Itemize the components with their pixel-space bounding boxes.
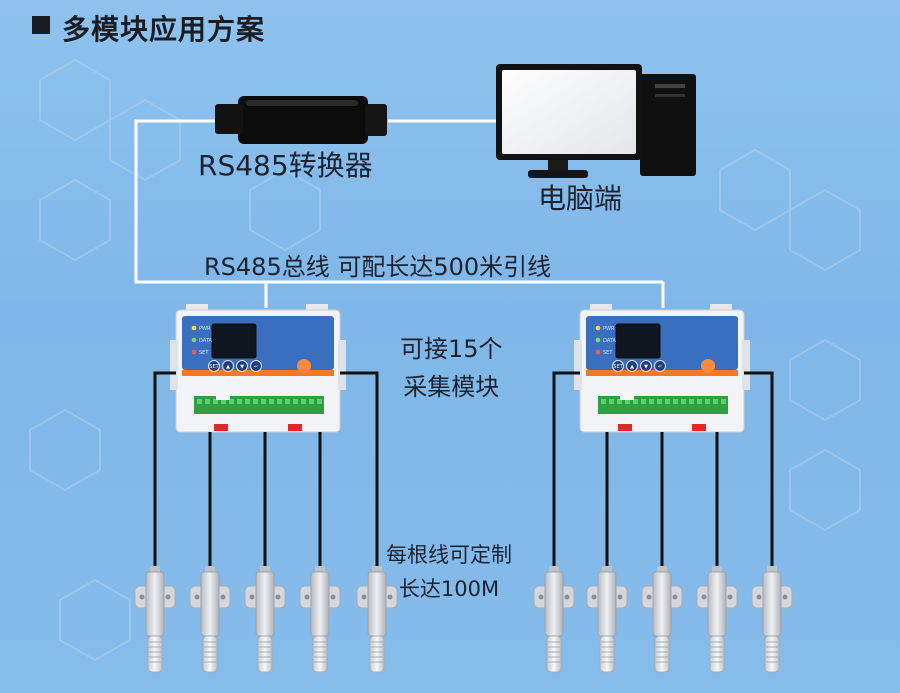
buzzer-icon: [297, 359, 311, 373]
indicator-led: [191, 349, 197, 355]
page-title: 多模块应用方案: [62, 13, 266, 46]
module-button-label: SET: [613, 364, 623, 370]
module-button: [222, 360, 234, 372]
module-button: [626, 360, 638, 372]
module-button: [208, 360, 220, 372]
collector-module: PWR DATA SET SET ▲ ▼ ↵: [170, 304, 346, 433]
module-button: [612, 360, 624, 372]
buzzer-icon: [701, 359, 715, 373]
module-button-label: ↵: [254, 364, 258, 370]
rs485-converter: [215, 96, 387, 144]
module-button: [236, 360, 248, 372]
temperature-humidity-sensor: [189, 566, 231, 673]
temperature-humidity-sensor: [751, 566, 793, 673]
module-button: [250, 360, 262, 372]
temperature-humidity-sensor: [299, 566, 341, 673]
indicator-led: [191, 325, 197, 331]
module-button-label: ▲: [226, 364, 230, 370]
temperature-humidity-sensor: [244, 566, 286, 673]
sensor-cable: [340, 371, 379, 568]
temperature-humidity-sensor: [696, 566, 738, 673]
cable-length-line-2: 长达100M: [398, 577, 500, 601]
indicator-label: PWR: [603, 326, 615, 332]
module-button-label: ▼: [240, 364, 244, 370]
pc-label: 电脑端: [538, 182, 623, 215]
cable-length-label: 每根线可定制 长达100M: [386, 538, 512, 606]
sensor-cable: [744, 371, 774, 568]
indicator-label: DATA: [603, 338, 616, 344]
module-button-label: SET: [209, 364, 219, 370]
lcd-display: [615, 323, 661, 359]
module-capacity-line-2: 采集模块: [403, 373, 500, 401]
indicator-led: [595, 337, 601, 343]
indicator-label: PWR: [199, 326, 211, 332]
module-button-label: ▲: [630, 364, 634, 370]
lcd-display: [211, 323, 257, 359]
hexagon-decoration: [29, 58, 861, 662]
module-capacity-label: 可接15个 采集模块: [400, 330, 503, 406]
collector-module: PWR DATA SET SET ▲ ▼ ↵: [574, 304, 750, 433]
module-capacity-line-1: 可接15个: [400, 335, 503, 363]
module-button-label: ▼: [644, 364, 648, 370]
converter-label: RS485转换器: [198, 149, 373, 182]
indicator-led: [595, 349, 601, 355]
rs485-bus-line: [134, 119, 665, 308]
bus-label: RS485总线 可配长达500米引线: [204, 253, 552, 281]
indicator-label: SET: [199, 350, 209, 356]
module-button: [640, 360, 652, 372]
temperature-humidity-sensor: [641, 566, 683, 673]
temperature-humidity-sensor: [134, 566, 176, 673]
cable-length-line-1: 每根线可定制: [386, 543, 512, 567]
indicator-led: [191, 337, 197, 343]
temperature-humidity-sensor: [356, 566, 398, 673]
module-button-label: ↵: [658, 364, 662, 370]
sensor-cable: [153, 371, 176, 568]
header-square-icon: [32, 16, 50, 34]
indicator-label: DATA: [199, 338, 212, 344]
indicator-led: [595, 325, 601, 331]
temperature-humidity-sensor: [533, 566, 575, 673]
computer: [496, 64, 696, 178]
indicator-label: SET: [603, 350, 613, 356]
module-button: [654, 360, 666, 372]
temperature-humidity-sensor: [586, 566, 628, 673]
sensor-cable: [552, 371, 580, 568]
